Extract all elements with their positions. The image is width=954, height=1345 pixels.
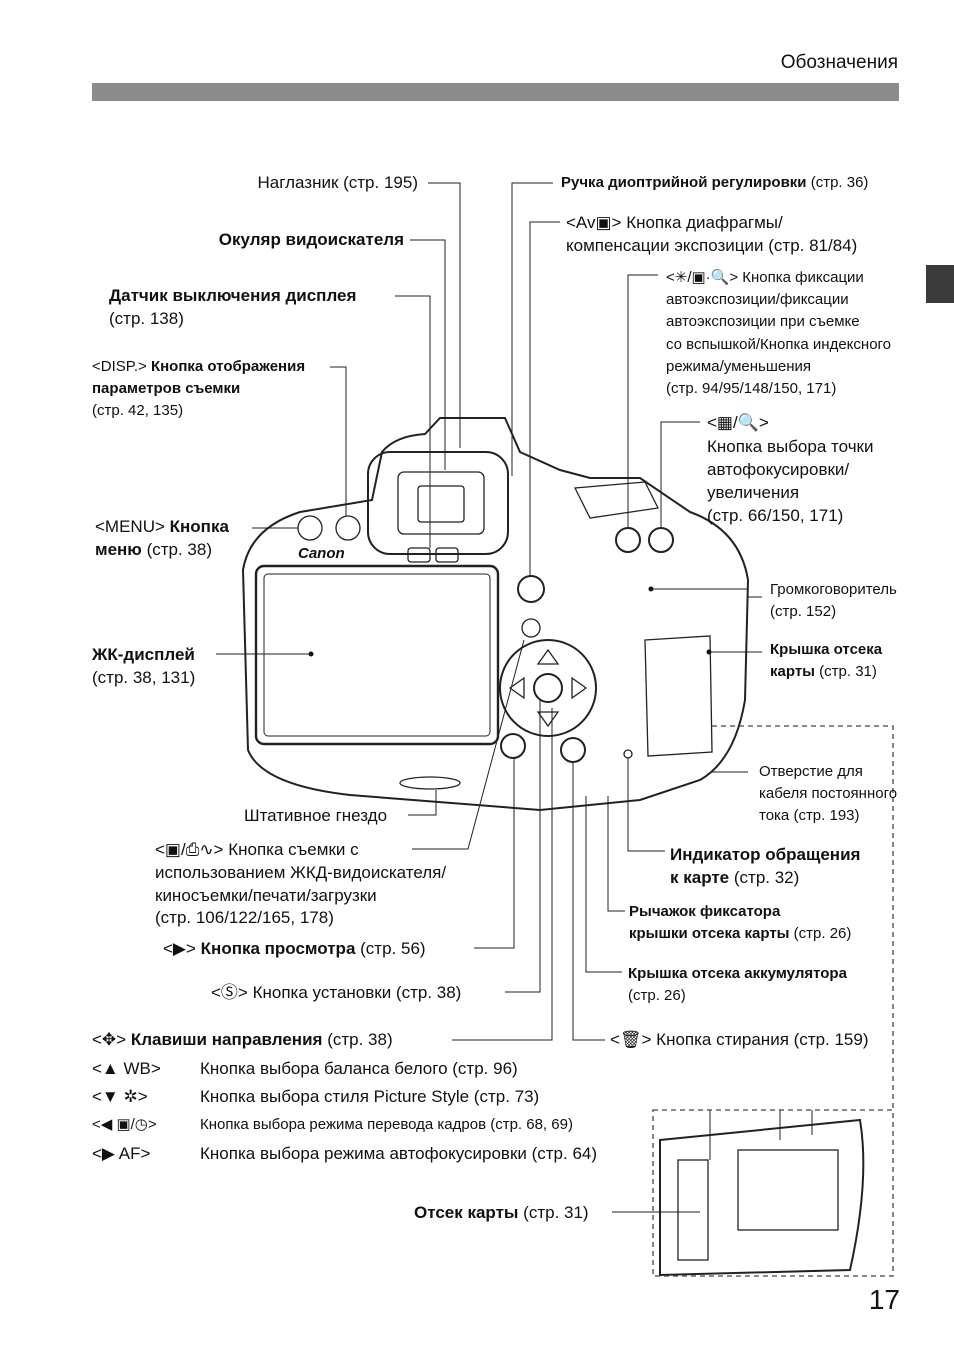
callout-ae-lock-line2: автоэкспозиции/фиксации <box>666 291 849 308</box>
ae-lock-button-icon: <✳/▣·🔍> <box>666 269 739 286</box>
section-tab-marker <box>926 265 954 303</box>
callout-dc-hole-line2: кабеля постоянного <box>759 785 898 802</box>
legend-row: <▼ ✲>Кнопка выбора стиля Picture Style (… <box>92 1087 540 1106</box>
live-view-print-button-icon: <▣/⎙∿> <box>155 840 224 859</box>
header-bar <box>92 83 899 101</box>
callout-dc-hole-line3: тока (стр. 193) <box>759 807 860 824</box>
callout-ae-lock-line4: со вспышкой/Кнопка индексного <box>666 336 892 353</box>
callout-direct-print: <▣/⎙∿> Кнопка съемки с <box>155 840 359 859</box>
callout-viewfinder-eyepiece: Окуляр видоискателя <box>218 230 404 249</box>
callout-display-off-sensor: Датчик выключения дисплея <box>109 286 357 305</box>
callout-ae-lock-line6: (стр. 94/95/148/150, 171) <box>666 380 837 397</box>
callout-cover-lock-line2: крышки отсека карты (стр. 26) <box>629 925 852 942</box>
callout-dc-hole: Отверстие для <box>759 763 863 780</box>
callout-ae-lock-line3: автоэкспозиции при съемке <box>666 313 860 330</box>
callout-eyecup: Наглазник (стр. 195) <box>257 173 418 192</box>
callout-card-slot: Отсек карты (стр. 31) <box>414 1203 589 1222</box>
callout-direct-print-line2: использованием ЖКД-видоискателя/ <box>155 863 447 882</box>
callout-direct-print-line3: киносъемки/печати/загрузки <box>155 886 377 905</box>
playback-button-icon: <▶> <box>163 939 196 958</box>
callout-erase: <🗑> Кнопка стирания (стр. 159) <box>610 1030 869 1049</box>
camera-brand-text: Canon <box>298 545 345 562</box>
af-point-button-icon: <▦/🔍> <box>707 413 769 432</box>
erase-button-icon: <🗑> <box>610 1030 652 1049</box>
callout-display-off-sensor-page: (стр. 138) <box>109 309 184 328</box>
page-number: 17 <box>868 1284 900 1315</box>
callout-disp-button: <DISP.> Кнопка отображения <box>92 358 306 375</box>
callout-card-cover: Крышка отсека <box>770 641 883 658</box>
callout-speaker-page: (стр. 152) <box>770 603 837 620</box>
callout-access-lamp: Индикатор обращения <box>670 845 861 864</box>
callout-af-point: Кнопка выбора точки <box>707 437 874 456</box>
legend-row: <◀ ▣/◷>Кнопка выбора режима перевода кад… <box>92 1116 573 1133</box>
callout-menu-button: <MENU> Кнопка <box>95 517 229 536</box>
set-button-icon: <Ⓢ> <box>211 983 248 1002</box>
callout-direct-print-line4: (стр. 106/122/165, 178) <box>155 908 334 927</box>
callout-menu-button-line2: меню (стр. 38) <box>95 540 212 559</box>
callout-diopter: Ручка диоптрийной регулировки (стр. 36) <box>561 174 869 191</box>
callout-aperture: <Av▣> Кнопка диафрагмы/ <box>566 213 783 232</box>
cross-keys-icon: <✥> <box>92 1030 127 1049</box>
callout-battery-cover: Крышка отсека аккумулятора <box>628 965 847 982</box>
callout-access-lamp-line2: к карте (стр. 32) <box>670 868 800 887</box>
page-header-title: Обозначения <box>780 52 898 73</box>
callout-card-cover-line2: карты (стр. 31) <box>770 663 877 680</box>
callout-ae-lock: <✳/▣·🔍> Кнопка фиксации <box>666 269 864 286</box>
callout-aperture-line2: компенсации экспозиции (стр. 81/84) <box>566 236 858 255</box>
callout-playback: <▶> Кнопка просмотра (стр. 56) <box>163 939 426 958</box>
callout-lcd: ЖК-дисплей <box>92 645 195 664</box>
callout-battery-cover-page: (стр. 26) <box>628 987 686 1004</box>
callout-af-point-line4: (стр. 66/150, 171) <box>707 506 844 525</box>
callout-set-button: <Ⓢ> Кнопка установки (стр. 38) <box>211 983 462 1002</box>
callout-disp-button-line2: параметров съемки <box>92 380 241 397</box>
disp-button-symbol: <DISP.> <box>92 358 147 375</box>
callout-speaker: Громкоговоритель <box>770 581 897 598</box>
callout-tripod: Штативное гнездо <box>244 806 388 825</box>
legend-row: <▲ WB>Кнопка выбора баланса белого (стр.… <box>92 1059 518 1078</box>
callout-ae-lock-line5: режима/уменьшения <box>666 358 811 375</box>
legend-row: <▶ AF>Кнопка выбора режима автофокусиров… <box>92 1144 598 1163</box>
menu-button-symbol: <MENU> <box>95 517 165 536</box>
callout-af-point-line2: автофокусировки/ <box>707 460 850 479</box>
callout-cover-lock: Рычажок фиксатора <box>629 903 781 920</box>
aperture-button-icon: <Av▣> <box>566 213 622 232</box>
callout-disp-button-page: (стр. 42, 135) <box>92 402 184 419</box>
callout-af-point-line3: увеличения <box>707 483 800 502</box>
callout-lcd-page: (стр. 38, 131) <box>92 668 196 687</box>
callout-cross-keys: <✥> Клавиши направления (стр. 38) <box>92 1030 393 1049</box>
